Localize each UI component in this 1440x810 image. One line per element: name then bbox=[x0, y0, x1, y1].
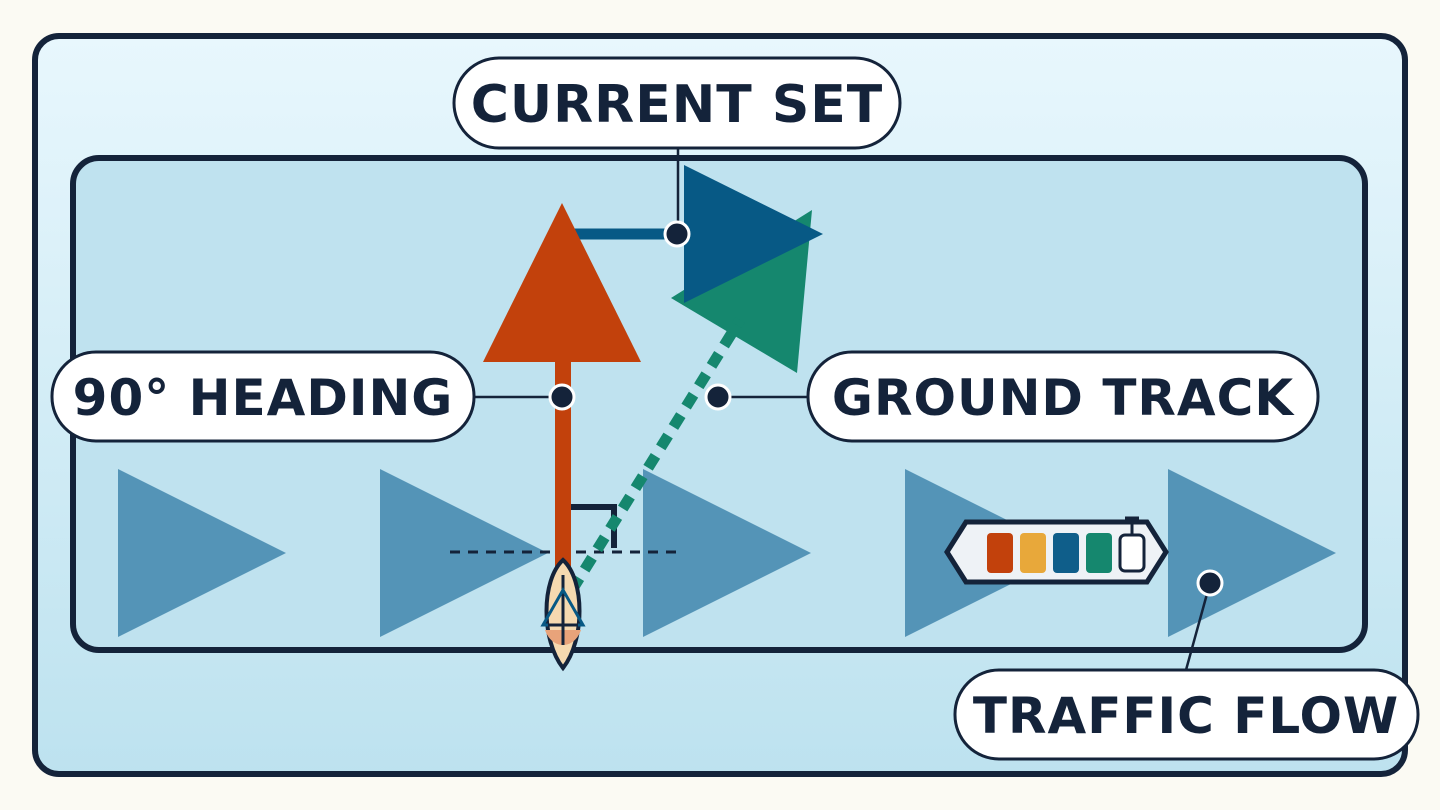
heading-label: 90° HEADING bbox=[50, 350, 476, 443]
current-set-label-text: CURRENT SET bbox=[471, 75, 884, 135]
traffic-flow-label: TRAFFIC FLOW bbox=[953, 668, 1420, 761]
current-set-label: CURRENT SET bbox=[452, 56, 902, 150]
flow-arrow-icon bbox=[118, 469, 286, 637]
leader-lines bbox=[474, 148, 1212, 671]
ground-track-dot bbox=[704, 383, 732, 411]
ground-track-label: GROUND TRACK bbox=[806, 350, 1320, 443]
heading-dot bbox=[548, 383, 576, 411]
current-set-dot bbox=[663, 220, 691, 248]
container-ship-icon bbox=[944, 516, 1169, 585]
ground-track-label-text: GROUND TRACK bbox=[832, 369, 1295, 427]
heading-arrowhead bbox=[483, 203, 641, 362]
ground-track-line bbox=[567, 317, 745, 593]
leader-dots bbox=[548, 220, 1224, 597]
heading-label-text: 90° HEADING bbox=[73, 369, 454, 427]
traffic-flow-label-text: TRAFFIC FLOW bbox=[973, 687, 1399, 745]
flow-arrow-icon bbox=[380, 469, 548, 637]
small-boat-icon bbox=[540, 557, 586, 672]
heading-vector bbox=[483, 203, 641, 610]
traffic-flow-dot bbox=[1196, 569, 1224, 597]
right-angle-marker-icon bbox=[563, 504, 617, 548]
current-set-arrowhead bbox=[684, 165, 823, 303]
flow-arrow-icon bbox=[643, 469, 811, 637]
